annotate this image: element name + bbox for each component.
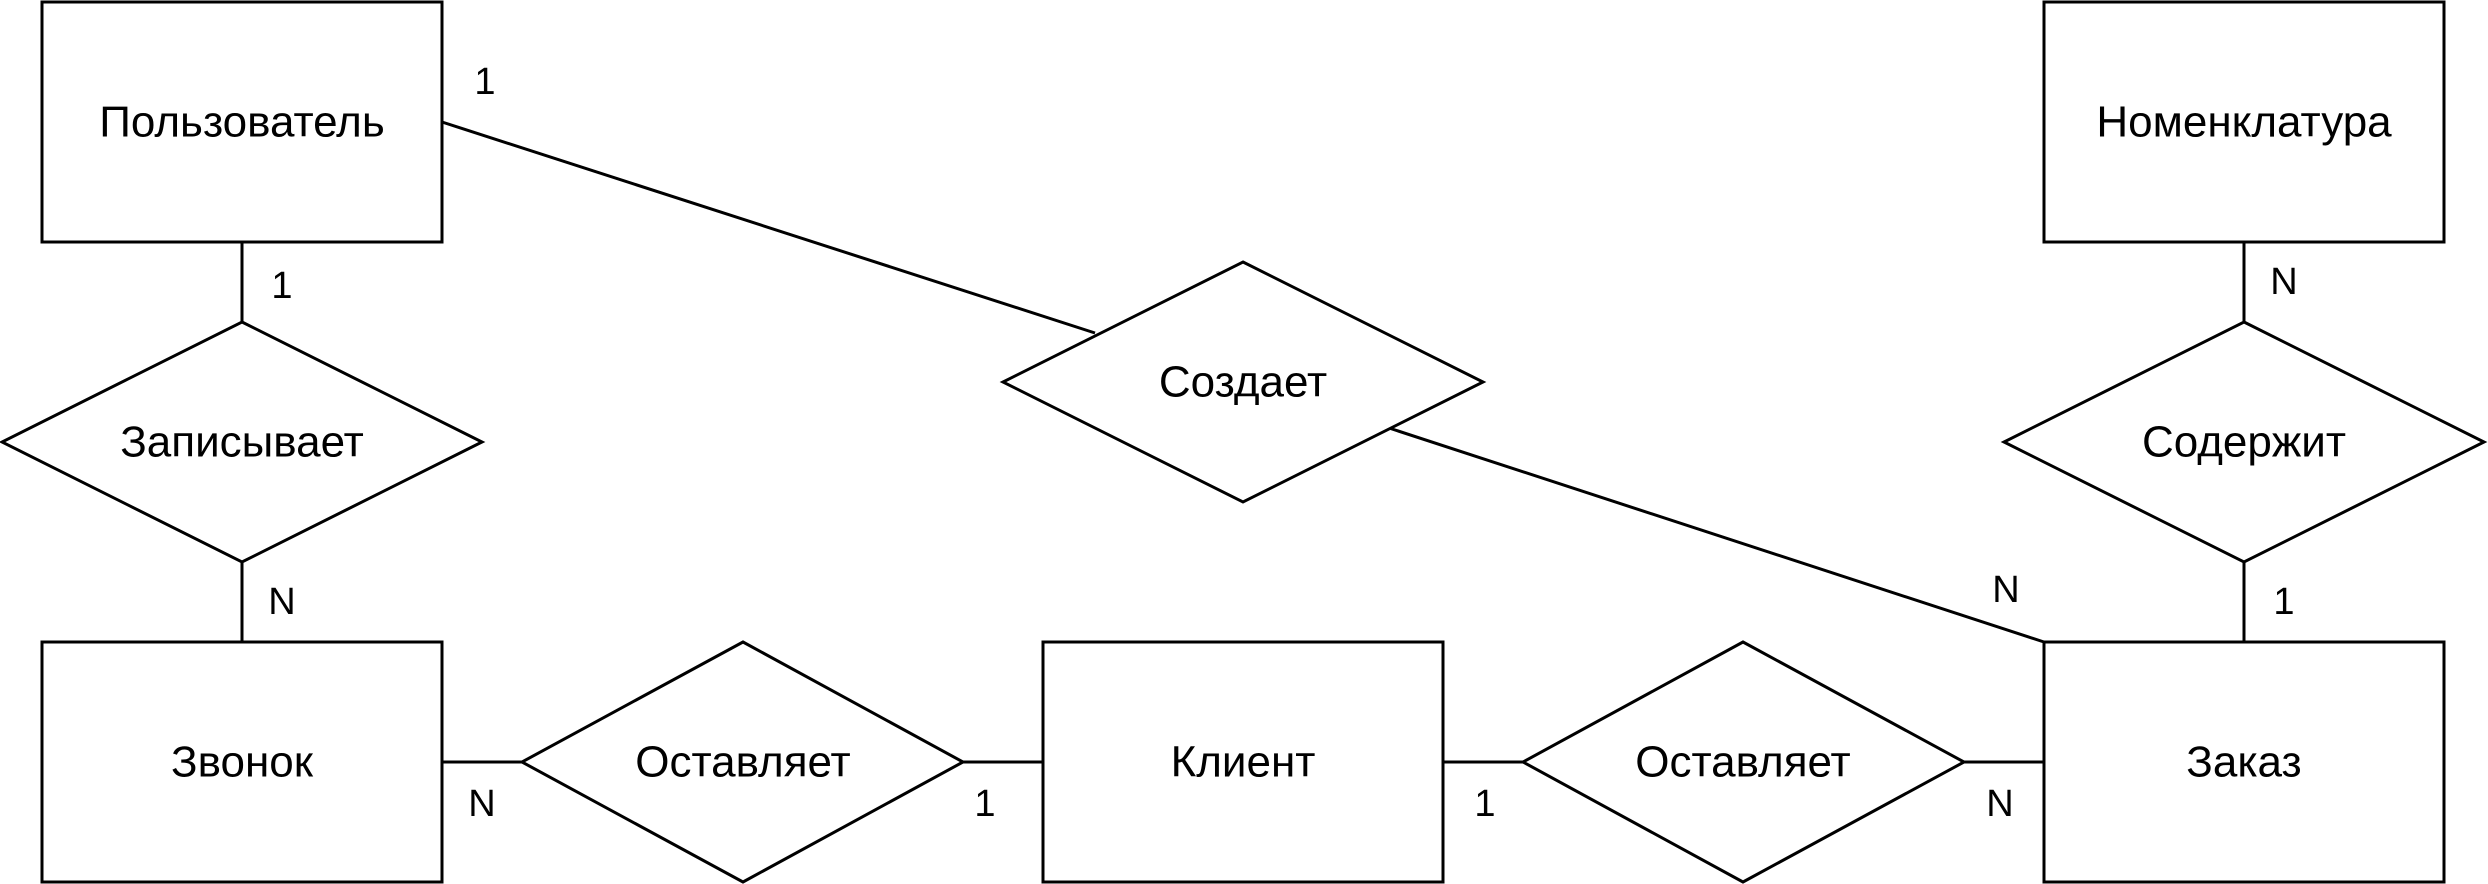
cardinality-client-leaves-call: 1 [974, 783, 995, 825]
entity-client-label: Клиент [1171, 738, 1316, 787]
relationship-leaves-order-label: Оставляет [1635, 738, 1850, 787]
cardinality-client-leaves-order: 1 [1474, 783, 1495, 825]
entity-order[interactable]: Заказ [2042, 640, 2446, 884]
connectors [240, 120, 2246, 764]
cardinality-user-records: 1 [271, 265, 292, 307]
entity-nomenclature[interactable]: Номенклатура [2042, 0, 2446, 244]
entity-user[interactable]: Пользователь [40, 0, 444, 244]
cardinality-order-creates: N [1992, 569, 2019, 611]
relationship-leaves-call[interactable]: Оставляет [518, 640, 967, 884]
cardinality-labels: 1 1 N N N 1 N 1 1 N [268, 61, 2297, 825]
relationship-contains[interactable]: Содержит [2000, 320, 2488, 564]
edge-creates-order [1388, 426, 2045, 644]
relationship-leaves-call-label: Оставляет [635, 738, 850, 787]
cardinality-order-contains: 1 [2273, 581, 2294, 623]
relationship-leaves-order[interactable]: Оставляет [1519, 640, 1968, 884]
cardinality-call-records: N [268, 581, 295, 623]
entity-user-label: Пользователь [99, 98, 385, 147]
entity-call-label: Звонок [171, 738, 314, 787]
relationship-creates[interactable]: Создает [999, 260, 1487, 504]
entity-order-label: Заказ [2186, 738, 2301, 787]
entity-client[interactable]: Клиент [1041, 640, 1445, 884]
entity-nomenclature-label: Номенклатура [2096, 98, 2392, 147]
entity-call[interactable]: Звонок [40, 640, 444, 884]
relationship-records[interactable]: Записывает [0, 320, 486, 564]
relationship-records-label: Записывает [120, 418, 364, 467]
relationship-contains-label: Содержит [2142, 418, 2346, 467]
cardinality-nomenclature-contains: N [2270, 261, 2297, 303]
cardinality-order-leaves: N [1986, 783, 2013, 825]
relationship-creates-label: Создает [1159, 358, 1327, 407]
cardinality-call-leaves: N [468, 783, 495, 825]
edge-user-creates [441, 120, 1096, 335]
cardinality-user-creates: 1 [474, 61, 495, 103]
